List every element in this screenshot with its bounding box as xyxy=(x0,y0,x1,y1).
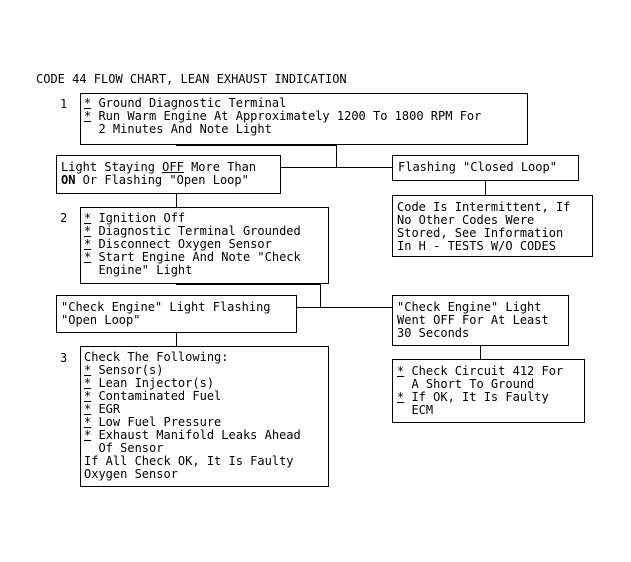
went-off-line-3: 30 Seconds xyxy=(397,326,470,340)
step-3-box: Check The Following: * Sensor(s) * Lean … xyxy=(80,346,329,487)
intermittent-line-4: In H - TESTS W/O CODES xyxy=(397,239,556,253)
connector-line xyxy=(485,181,486,195)
step-number-2: 2 xyxy=(60,211,68,225)
connector-line xyxy=(480,346,481,360)
step-number-3: 3 xyxy=(60,351,68,365)
code-intermittent-box: Code Is Intermittent, If No Other Codes … xyxy=(392,195,593,257)
connector-line xyxy=(297,307,392,308)
check-engine-went-off-box: "Check Engine" Light Went OFF For At Lea… xyxy=(392,295,569,346)
box2-line-5: Engine" Light xyxy=(84,263,193,277)
connector-line xyxy=(176,145,337,146)
connector-line xyxy=(280,167,392,168)
went-off-line-1: "Check Engine" Light xyxy=(397,300,542,314)
circuit-line-2: A Short To Ground xyxy=(397,377,535,391)
box3-line-2: * Sensor(s) xyxy=(84,363,164,377)
box3-line-6: * Low Fuel Pressure xyxy=(84,415,222,429)
circuit-line-3: * If OK, It Is Faulty xyxy=(397,390,549,404)
connector-line xyxy=(320,284,321,307)
chart-title: CODE 44 FLOW CHART, LEAN EXHAUST INDICAT… xyxy=(36,72,347,86)
box3-line-5: * EGR xyxy=(84,402,121,416)
flashing-closed-loop-box: Flashing "Closed Loop" xyxy=(392,155,579,181)
step-number-1: 1 xyxy=(60,97,68,111)
open-loop-line-1: "Check Engine" Light Flashing xyxy=(61,300,271,314)
connector-line xyxy=(176,284,321,285)
step-1-box: * Ground Diagnostic Terminal * Run Warm … xyxy=(80,93,528,145)
circuit-line-4: ECM xyxy=(397,403,434,417)
light-staying-line-1: Light Staying OFF More Than xyxy=(61,160,257,174)
circuit-line-1: * Check Circuit 412 For xyxy=(397,364,564,378)
box3-line-1: Check The Following: xyxy=(84,350,229,364)
connector-line xyxy=(176,333,177,347)
connector-line xyxy=(336,145,337,167)
intermittent-line-1: Code Is Intermittent, If xyxy=(397,200,571,214)
open-loop-line-2: "Open Loop" xyxy=(61,313,141,327)
intermittent-line-3: Stored, See Information xyxy=(397,226,564,240)
box3-line-9: If All Check OK, It Is Faulty xyxy=(84,454,294,468)
box3-line-8: Of Sensor xyxy=(84,441,164,455)
box1-line-1: * Ground Diagnostic Terminal xyxy=(84,96,287,110)
box2-line-4: * Start Engine And Note "Check xyxy=(84,250,301,264)
box2-line-3: * Disconnect Oxygen Sensor xyxy=(84,237,272,251)
box2-line-1: * Ignition Off xyxy=(84,211,186,225)
box2-line-2: * Diagnostic Terminal Grounded xyxy=(84,224,301,238)
box1-line-3: 2 Minutes And Note Light xyxy=(84,122,272,136)
box3-line-3: * Lean Injector(s) xyxy=(84,376,215,390)
step-2-box: * Ignition Off * Diagnostic Terminal Gro… xyxy=(80,207,329,284)
box3-line-4: * Contaminated Fuel xyxy=(84,389,222,403)
flashing-closed-loop-text: Flashing "Closed Loop" xyxy=(398,160,557,174)
connector-line xyxy=(176,194,177,208)
box3-line-10: Oxygen Sensor xyxy=(84,467,178,481)
light-staying-off-box: Light Staying OFF More Than ON Or Flashi… xyxy=(56,155,281,194)
check-circuit-412-box: * Check Circuit 412 For A Short To Groun… xyxy=(392,359,585,423)
light-staying-line-2: ON Or Flashing "Open Loop" xyxy=(61,173,249,187)
box1-line-2: * Run Warm Engine At Approximately 1200 … xyxy=(84,109,482,123)
check-engine-flashing-open-loop-box: "Check Engine" Light Flashing "Open Loop… xyxy=(56,295,297,333)
box3-line-7: * Exhaust Manifold Leaks Ahead xyxy=(84,428,301,442)
went-off-line-2: Went OFF For At Least xyxy=(397,313,549,327)
intermittent-line-2: No Other Codes Were xyxy=(397,213,535,227)
